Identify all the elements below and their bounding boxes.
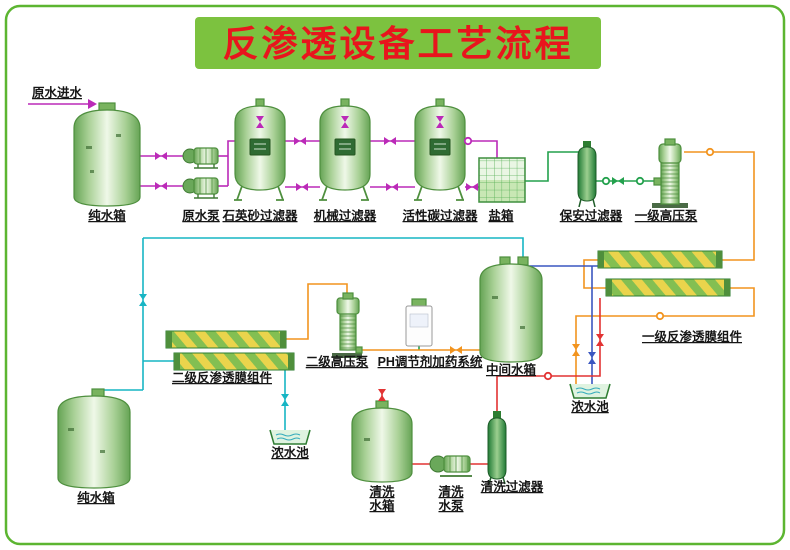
label-stage1-ro: 一级反渗透膜组件	[642, 329, 743, 344]
valve-icon	[294, 137, 306, 145]
page-title: 反渗透设备工艺流程	[222, 23, 573, 64]
valve-icon	[281, 394, 289, 406]
valve-icon	[450, 346, 462, 354]
union-icon	[543, 371, 553, 381]
valve-icon	[155, 182, 167, 190]
label-activated-carbon-filter: 活性碳过滤器	[402, 208, 478, 223]
label-cleaning-tank-1: 清洗	[369, 484, 395, 499]
raw-water-pump-1	[182, 147, 219, 169]
concentrate-pool-left-basin	[269, 429, 311, 445]
equipment-labels: 原水进水 纯水箱 原水泵 石英砂过滤器 机械过滤器 活性碳过滤器 盐箱 保安过滤…	[32, 85, 743, 513]
cleaning-pump-unit	[429, 455, 472, 477]
label-pure-water-tank-bottom: 纯水箱	[77, 490, 115, 505]
valve-icon	[378, 389, 386, 401]
valve-icon	[466, 183, 478, 191]
label-cleaning-pump-1: 清洗	[438, 484, 464, 499]
label-concentrate-pool-left: 浓水池	[271, 445, 309, 460]
valve-icon	[612, 177, 624, 185]
valve-icon	[386, 183, 398, 191]
valves-and-fittings	[139, 116, 715, 406]
valve-icon	[572, 344, 580, 356]
page-border	[4, 4, 786, 546]
valve-icon	[596, 334, 604, 346]
label-salt-tank: 盐箱	[488, 208, 514, 223]
quartz-sand-filter-vessel	[234, 98, 286, 201]
stage1-high-pressure-pump-unit	[652, 138, 688, 208]
stage1-ro-membrane-modules	[597, 250, 731, 297]
label-cleaning-tank-2: 水箱	[369, 498, 395, 513]
label-cleaning-filter: 清洗过滤器	[481, 479, 544, 494]
valve-icon	[155, 152, 167, 160]
union-icon	[705, 147, 715, 157]
title-banner-background	[195, 17, 601, 69]
valve-icon	[139, 294, 147, 306]
flow-arrow-icon	[88, 99, 97, 109]
label-concentrate-pool-right: 浓水池	[571, 399, 609, 414]
mechanical-filter-vessel	[319, 98, 371, 201]
label-mechanical-filter: 机械过滤器	[314, 208, 377, 223]
pure-water-tank-top	[73, 102, 141, 207]
cleaning-filter-vessel	[487, 411, 507, 485]
valve-icon	[384, 137, 396, 145]
label-intermediate-tank: 中间水箱	[486, 362, 537, 377]
union-icon	[635, 176, 645, 186]
security-filter-vessel	[577, 141, 597, 208]
label-stage2-hp-pump: 二级高压泵	[306, 354, 369, 369]
label-cleaning-pump-2: 水泵	[438, 498, 464, 513]
cleaning-tank	[351, 400, 413, 483]
stage2-ro-membrane-modules	[165, 330, 295, 371]
union-icon	[655, 311, 665, 321]
label-pure-water-tank-top: 纯水箱	[88, 208, 126, 223]
label-ph-dosing: PH调节剂加药系统	[378, 354, 483, 369]
label-quartz-sand-filter: 石英砂过滤器	[221, 208, 298, 223]
label-stage1-hp-pump: 一级高压泵	[635, 208, 698, 223]
raw-water-pump-2	[182, 177, 219, 199]
title-banner: 反渗透设备工艺流程	[195, 17, 601, 69]
intermediate-tank	[479, 256, 543, 363]
label-raw-water-inlet: 原水进水	[32, 85, 83, 100]
valve-icon	[588, 352, 596, 364]
label-stage2-ro: 二级反渗透膜组件	[172, 370, 273, 385]
union-icon	[601, 176, 611, 186]
activated-carbon-filter-vessel	[414, 98, 466, 201]
union-icon	[463, 136, 473, 146]
salt-tank-box	[478, 157, 526, 203]
valve-icon	[296, 183, 308, 191]
pure-water-tank-bottom	[57, 388, 131, 489]
label-security-filter: 保安过滤器	[559, 208, 623, 223]
label-raw-water-pump: 原水泵	[182, 208, 220, 223]
concentrate-pool-right-basin	[569, 383, 611, 399]
ph-dosing-canister	[405, 298, 433, 347]
stage2-high-pressure-pump-unit	[332, 292, 363, 358]
pipes-stage2-cyan	[97, 237, 524, 430]
